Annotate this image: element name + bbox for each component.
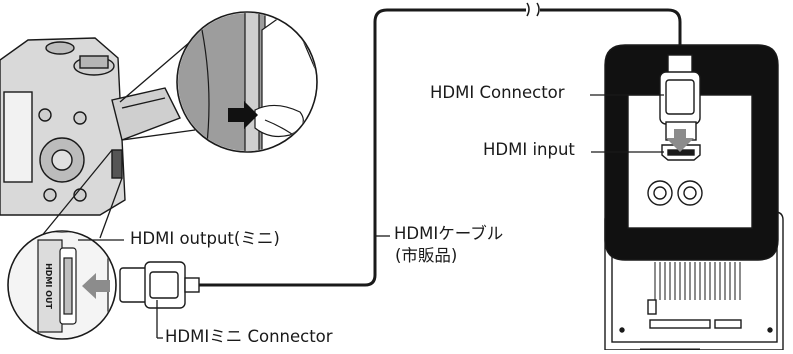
label-hdmi-cable: HDMIケーブル bbox=[394, 224, 504, 243]
zoom-callout-hdmi-port: HDMI OUT bbox=[7, 149, 123, 340]
tv-illustration bbox=[604, 44, 784, 352]
zoom-callout-opening-cover bbox=[119, 11, 318, 153]
camera-illustration bbox=[0, 37, 181, 216]
hdmi-cable-line bbox=[199, 8, 682, 287]
hdmi-out-marking: HDMI OUT bbox=[44, 263, 53, 309]
label-hdmi-output: HDMI output(ミニ) bbox=[130, 229, 280, 248]
push-arrow-icon bbox=[228, 101, 258, 129]
hdmi-mini-plug bbox=[119, 261, 200, 309]
label-hdmi-mini-connector: HDMIミニ Connector bbox=[165, 327, 333, 346]
label-hdmi-cable-note: (市販品) bbox=[395, 246, 458, 265]
label-hdmi-input: HDMI input bbox=[483, 140, 575, 159]
label-hdmi-connector: HDMI Connector bbox=[430, 83, 565, 102]
insert-arrow-icon bbox=[82, 273, 110, 299]
hdmi-standard-plug bbox=[659, 54, 701, 141]
plug-in-arrow-icon bbox=[666, 129, 694, 152]
